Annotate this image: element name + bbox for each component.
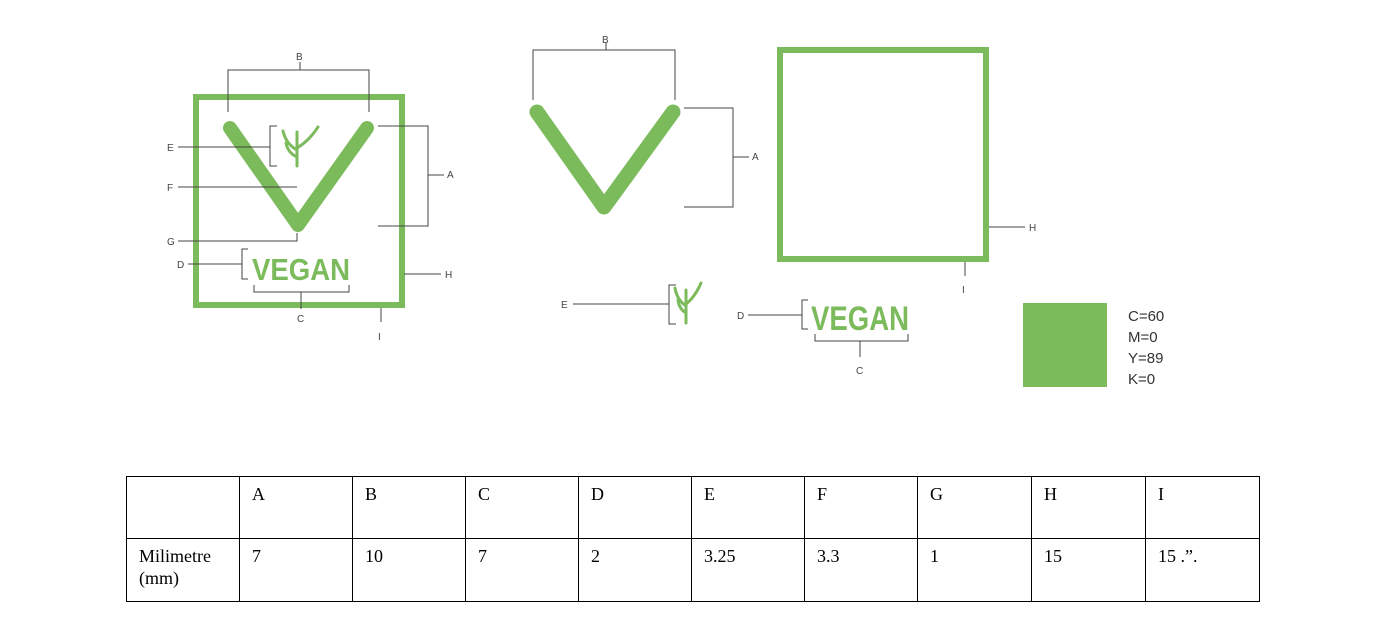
value-cell-g: 1 (917, 538, 1032, 602)
header-cell-c: C (465, 476, 579, 539)
dim-label-a: A (447, 170, 454, 181)
header-cell (126, 476, 240, 539)
color-swatch (1023, 303, 1107, 387)
value-cell-i: 15 .”. (1145, 538, 1260, 602)
logo-word: VEGAN (252, 252, 350, 287)
value-cell-f: 3.3 (804, 538, 918, 602)
dim-label-c: C (297, 314, 304, 325)
v-mark-detail (529, 104, 681, 215)
dim-label-e: E (167, 143, 174, 154)
value-cell-d: 2 (578, 538, 692, 602)
dim-label-g: G (167, 237, 175, 248)
table-row: Milimetre (mm) 7 10 7 2 3.25 3.3 1 15 15… (126, 538, 1260, 602)
value-cell-a: 7 (239, 538, 353, 602)
header-cell-a: A (239, 476, 353, 539)
logo-frame (193, 94, 405, 308)
full-logo-group: VEGAN B A E F G D C H I (167, 52, 454, 343)
header-cell-f: F (804, 476, 918, 539)
cmyk-m: M=0 (1128, 329, 1158, 346)
header-cell-g: G (917, 476, 1032, 539)
cmyk-k: K=0 (1128, 371, 1155, 388)
dimension-table: A B C D E F G H I Milimetre (mm) 7 10 7 … (126, 476, 1260, 602)
header-cell-i: I (1145, 476, 1260, 539)
header-cell-b: B (352, 476, 466, 539)
frame-detail-group: H I (777, 47, 1036, 296)
cmyk-y: Y=89 (1128, 350, 1163, 367)
dim-label-h-detail: H (1029, 223, 1036, 234)
dim-label-d-detail: D (737, 311, 744, 322)
color-swatch-group: C=60 M=0 Y=89 K=0 (1023, 303, 1164, 388)
dim-label-f: F (167, 183, 173, 194)
header-cell-e: E (691, 476, 805, 539)
v-mark (223, 121, 374, 232)
frame-detail (777, 47, 989, 262)
table-header-row: A B C D E F G H I (126, 476, 1260, 539)
sprout-icon (281, 125, 320, 168)
dim-label-a-detail: A (752, 152, 759, 163)
v-mark-detail-group: B A (529, 35, 759, 215)
dim-label-d: D (177, 260, 184, 271)
logo-dimension-diagram: VEGAN B A E F G D C H I B A (167, 35, 1164, 388)
word-detail-group: VEGAN D C (737, 299, 909, 377)
word-detail: VEGAN (811, 300, 909, 338)
dim-label-i-detail: I (962, 285, 965, 296)
row-label: Milimetre (mm) (126, 538, 240, 602)
header-cell-d: D (578, 476, 692, 539)
dim-label-b: B (296, 52, 303, 63)
value-cell-e: 3.25 (691, 538, 805, 602)
dim-label-e-detail: E (561, 300, 568, 311)
value-cell-h: 15 (1031, 538, 1146, 602)
cmyk-c: C=60 (1128, 308, 1164, 325)
dim-label-c-detail: C (856, 366, 863, 377)
dim-label-h: H (445, 270, 452, 281)
value-cell-b: 10 (352, 538, 466, 602)
sprout-detail-group: E (561, 281, 703, 325)
value-cell-c: 7 (465, 538, 579, 602)
header-cell-h: H (1031, 476, 1146, 539)
dim-label-i: I (378, 332, 381, 343)
sprout-detail-icon (673, 281, 703, 325)
dim-label-b-detail: B (602, 35, 609, 46)
